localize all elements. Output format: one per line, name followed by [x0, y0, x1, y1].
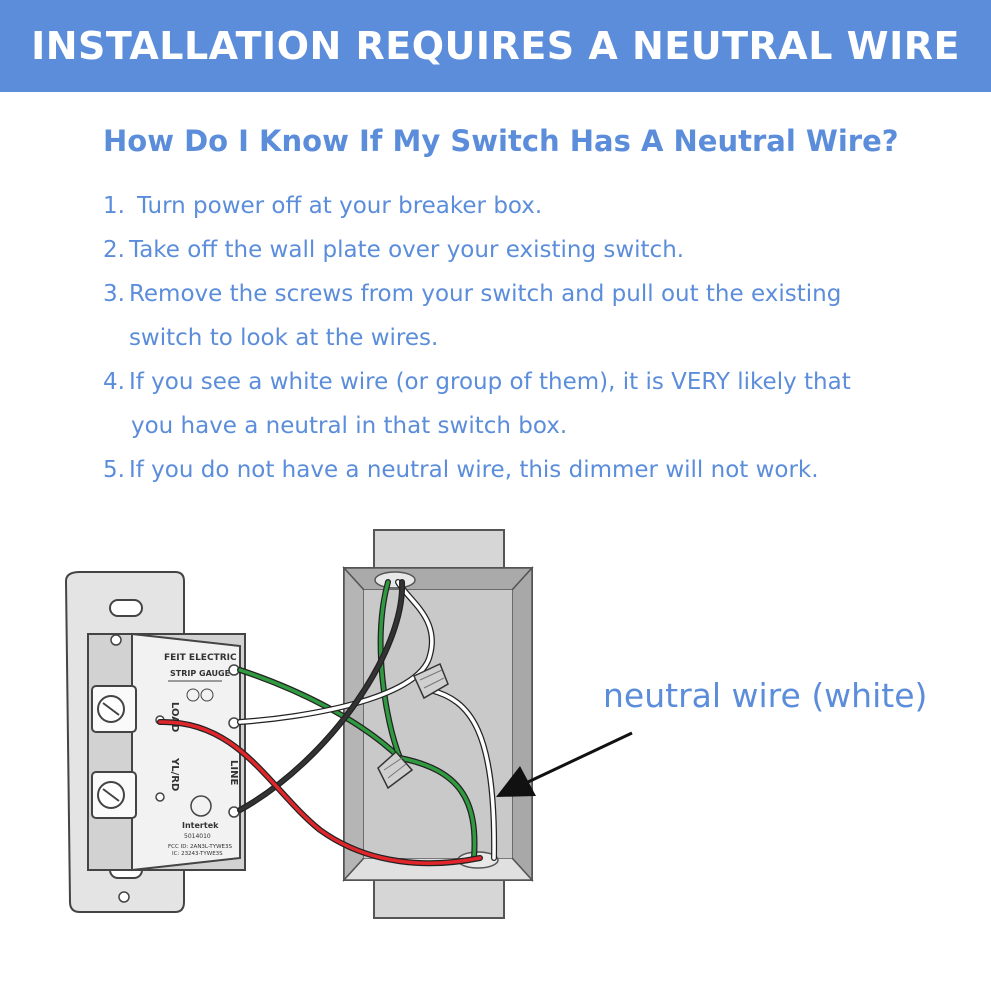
neutral-wire-callout: neutral wire (white) — [603, 676, 928, 715]
wires — [157, 579, 498, 867]
ic-label: IC: 23243-TYWE3S — [172, 851, 223, 857]
intertek-number: 5014010 — [184, 833, 211, 840]
step-number: 5. — [103, 457, 125, 483]
step-number: 1. — [103, 193, 125, 219]
step-5: 5. If you do not have a neutral wire, th… — [103, 448, 973, 492]
header-banner: INSTALLATION REQUIRES A NEUTRAL WIRE — [0, 0, 991, 92]
step-text: Remove the screws from your switch and p… — [128, 281, 842, 307]
fcc-id-label: FCC ID: 2AN3L-TYWE3S — [168, 844, 233, 850]
step-text: Take off the wall plate over your existi… — [128, 237, 685, 263]
step-4: 4. If you see a white wire (or group of … — [103, 360, 973, 448]
mounting-slot — [109, 599, 143, 617]
etl-mark-icon — [190, 795, 212, 817]
brand-label: FEIT ELECTRIC — [164, 653, 237, 663]
step-text: switch to look at the wires. — [128, 325, 439, 351]
callout-arrow-icon — [496, 731, 633, 797]
yl-rd-label: YL/RD — [169, 757, 180, 791]
wire-nut-white — [413, 662, 449, 700]
electrical-box — [342, 529, 534, 919]
cu-mark-icon — [186, 688, 200, 702]
strip-gauge-label: STRIP GAUGE — [170, 669, 230, 678]
step-1: 1. Turn power off at your breaker box. — [103, 184, 973, 228]
line-label: LINE — [228, 760, 239, 785]
step-text: Turn power off at your breaker box. — [136, 193, 543, 219]
white-wire-device — [238, 580, 434, 724]
step-number: 4. — [103, 369, 125, 395]
banner-title: INSTALLATION REQUIRES A NEUTRAL WIRE — [31, 24, 960, 68]
step-text: If you see a white wire (or group of the… — [128, 369, 851, 395]
dimmer-switch-device: FEIT ELECTRIC STRIP GAUGE LOAD YL/RD LIN… — [64, 571, 246, 913]
step-3: 3. Remove the screws from your switch an… — [103, 272, 973, 360]
al-mark-icon — [200, 688, 214, 702]
white-neutral-wire — [428, 688, 496, 860]
instruction-steps: 1. Turn power off at your breaker box. 2… — [103, 184, 973, 492]
step-number: 3. — [103, 281, 125, 307]
page-subtitle: How Do I Know If My Switch Has A Neutral… — [103, 124, 899, 158]
intertek-label: Intertek — [182, 821, 219, 830]
step-text: If you do not have a neutral wire, this … — [128, 457, 819, 483]
knockout-hole — [374, 571, 416, 589]
wiring-diagram: FEIT ELECTRIC STRIP GAUGE LOAD YL/RD LIN… — [64, 529, 633, 919]
terminal-screw-icon — [155, 792, 165, 802]
screw-icon — [110, 634, 122, 646]
step-number: 2. — [103, 237, 125, 263]
screw-icon — [118, 891, 130, 903]
step-2: 2. Take off the wall plate over your exi… — [103, 228, 973, 272]
step-text: you have a neutral in that switch box. — [130, 413, 568, 439]
wire-nut-green — [377, 750, 414, 790]
red-load-wire — [158, 720, 482, 865]
load-label: LOAD — [169, 702, 180, 732]
